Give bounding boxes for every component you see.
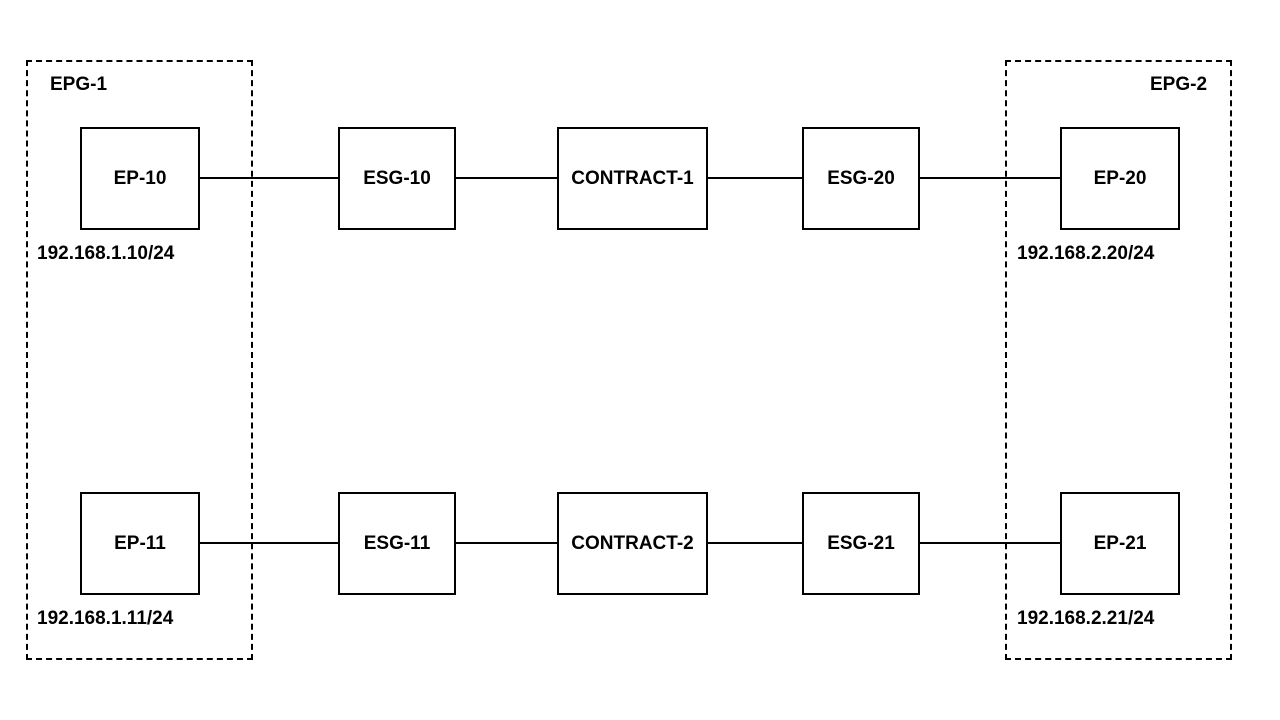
node-ep-21-label: EP-21 xyxy=(1093,532,1147,554)
node-ep-10[interactable]: EP-10 xyxy=(80,127,200,230)
node-esg-20-label: ESG-20 xyxy=(827,167,895,189)
ip-ep-10: 192.168.1.10/24 xyxy=(37,243,175,264)
group-epg-1 xyxy=(26,60,253,660)
group-label-epg-2: EPG-2 xyxy=(1150,74,1208,95)
node-esg-11[interactable]: ESG-11 xyxy=(338,492,456,595)
group-label-epg-1: EPG-1 xyxy=(50,74,108,95)
node-esg-21[interactable]: ESG-21 xyxy=(802,492,920,595)
node-esg-20[interactable]: ESG-20 xyxy=(802,127,920,230)
node-contract-2-label: CONTRACT-2 xyxy=(571,532,694,554)
ip-ep-21: 192.168.2.21/24 xyxy=(1017,608,1155,629)
node-ep-11-label: EP-11 xyxy=(114,532,166,554)
node-contract-2[interactable]: CONTRACT-2 xyxy=(557,492,708,595)
ip-ep-11: 192.168.1.11/24 xyxy=(37,608,174,629)
node-esg-10-label: ESG-10 xyxy=(363,167,431,189)
ip-ep-20: 192.168.2.20/24 xyxy=(1017,243,1155,264)
node-ep-10-label: EP-10 xyxy=(113,167,167,189)
node-esg-11-label: ESG-11 xyxy=(363,532,431,554)
node-contract-1[interactable]: CONTRACT-1 xyxy=(557,127,708,230)
node-ep-11[interactable]: EP-11 xyxy=(80,492,200,595)
node-ep-20[interactable]: EP-20 xyxy=(1060,127,1180,230)
node-ep-20-label: EP-20 xyxy=(1093,167,1147,189)
group-epg-2 xyxy=(1005,60,1232,660)
node-ep-21[interactable]: EP-21 xyxy=(1060,492,1180,595)
node-esg-10[interactable]: ESG-10 xyxy=(338,127,456,230)
node-esg-21-label: ESG-21 xyxy=(827,532,895,554)
node-contract-1-label: CONTRACT-1 xyxy=(571,167,694,189)
